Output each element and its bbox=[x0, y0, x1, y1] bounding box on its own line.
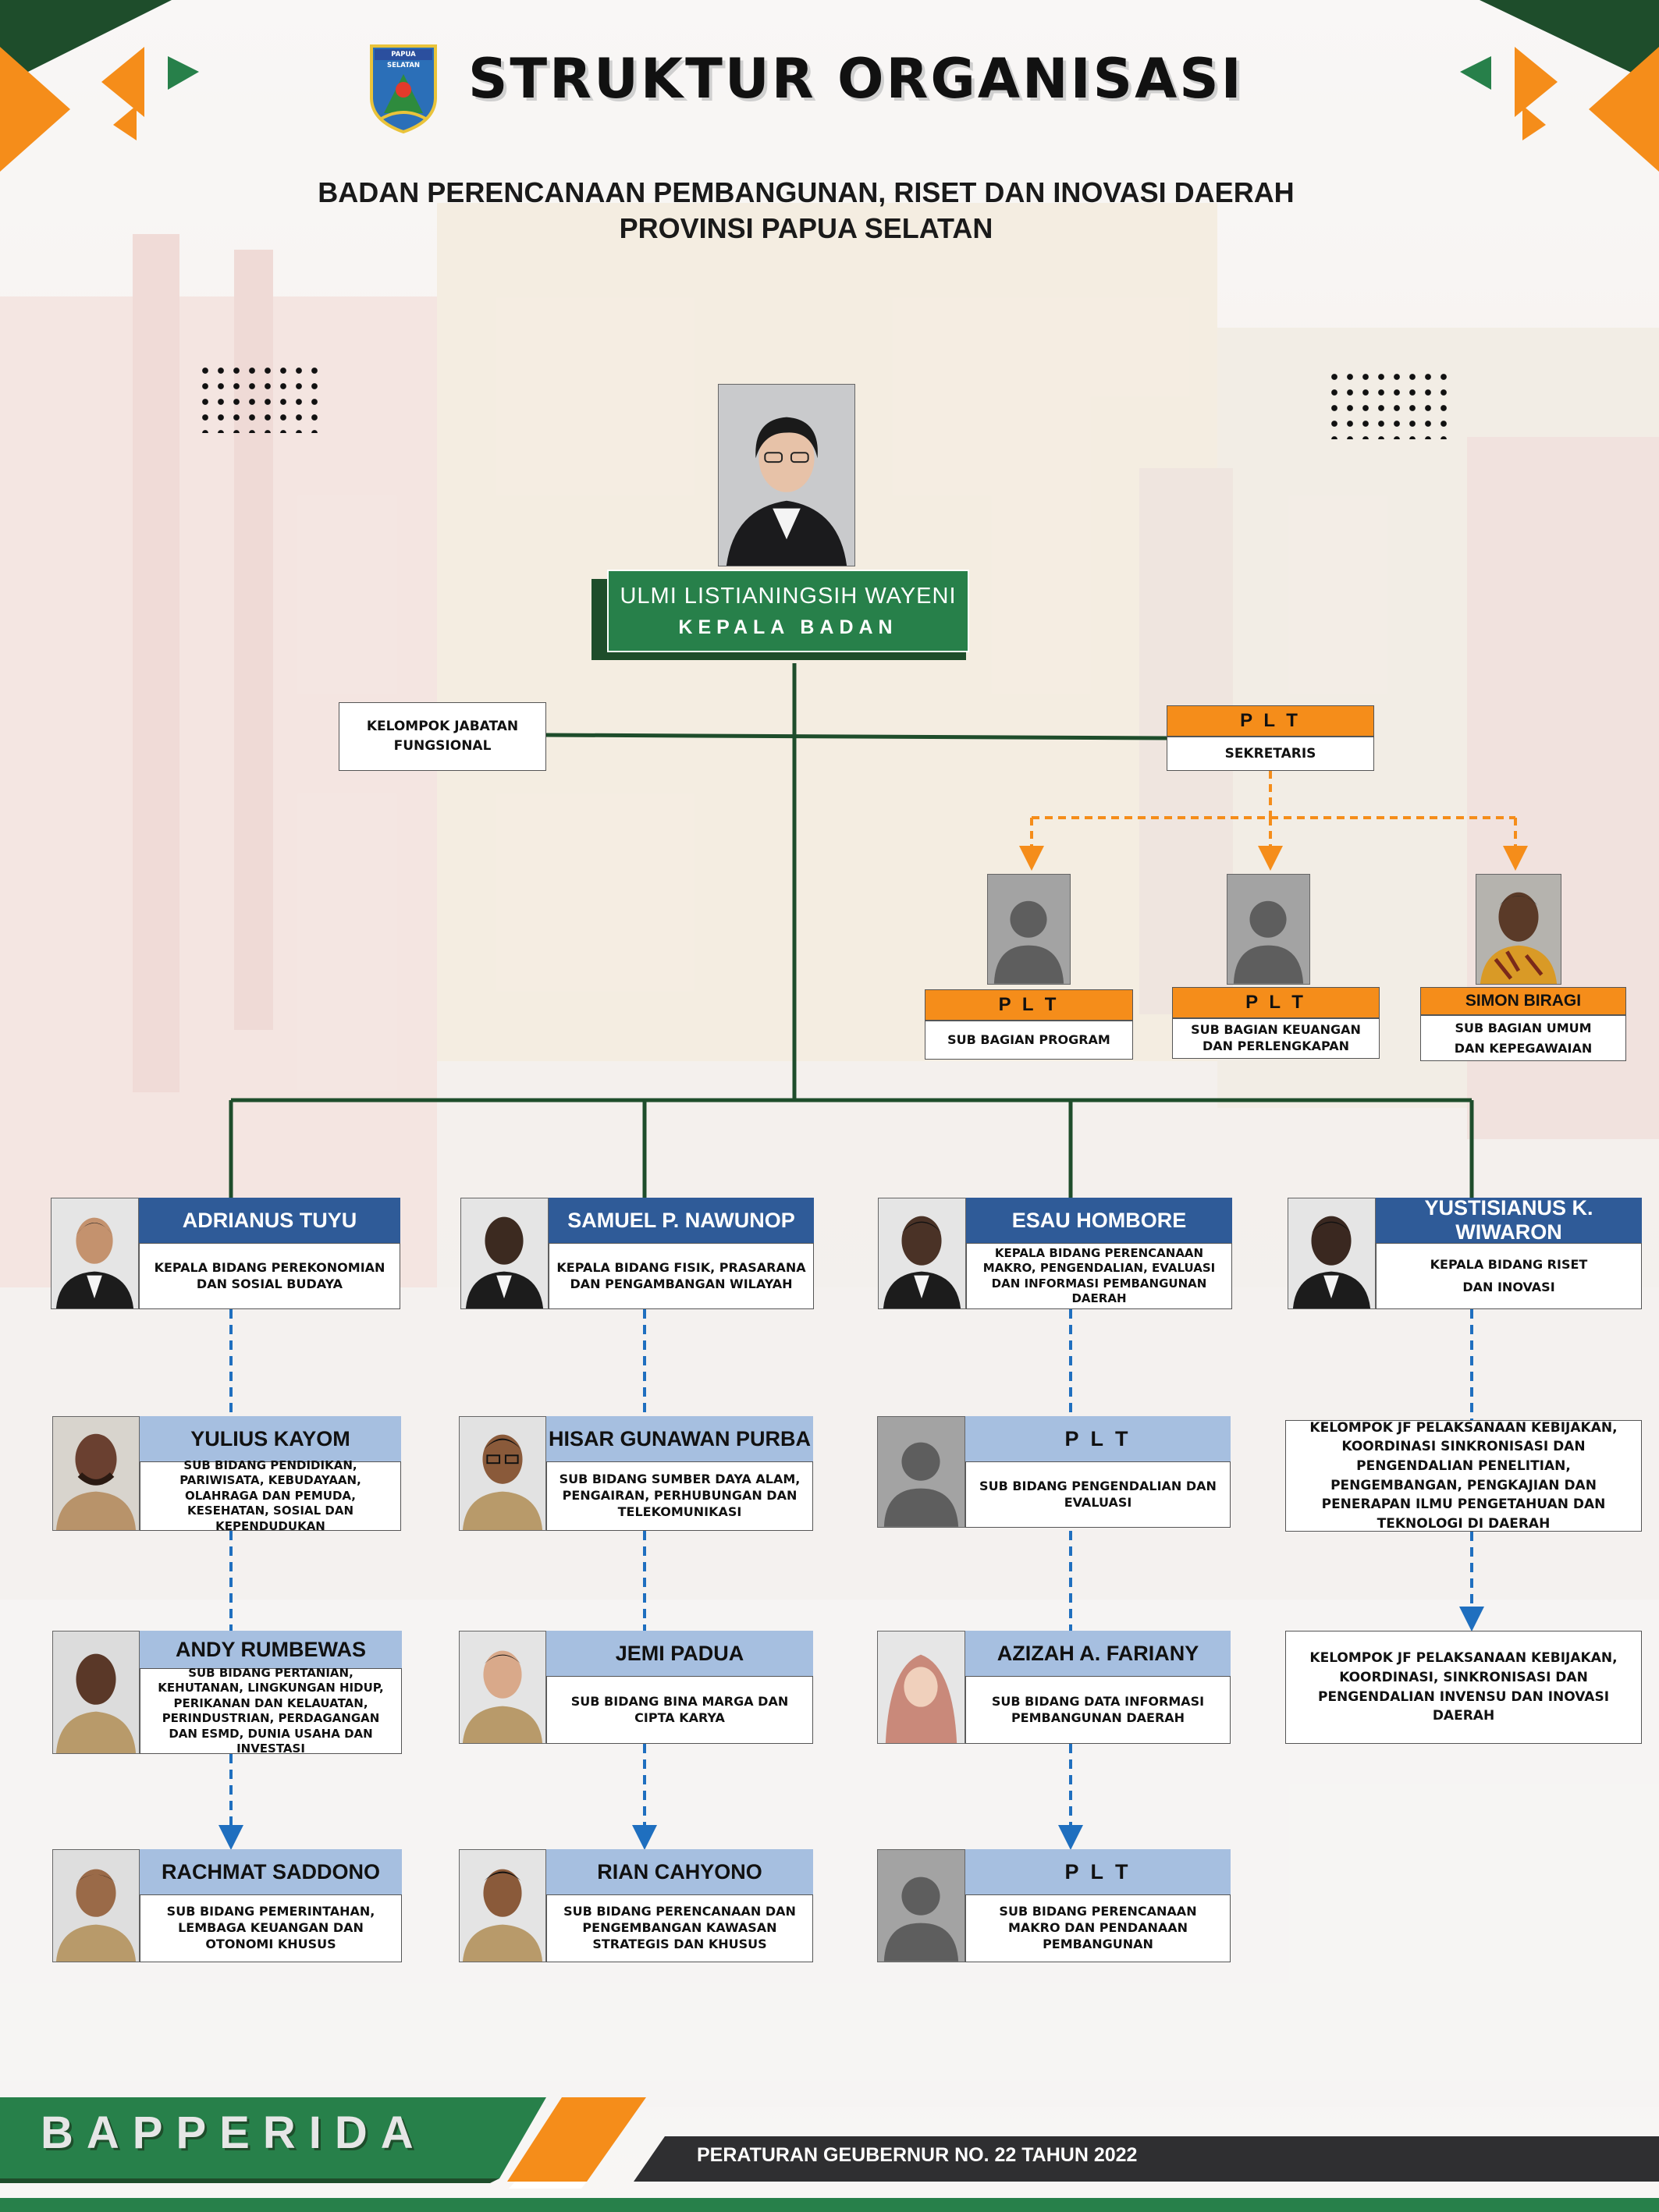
sub-bagian-2-name: P L T bbox=[1172, 987, 1380, 1018]
head-photo bbox=[718, 384, 855, 566]
footer-regulation: PERATURAN GEUBERNUR NO. 22 TAHUN 2022 bbox=[697, 2144, 1138, 2166]
sub-bagian-1-position: SUB BAGIAN PROGRAM bbox=[925, 1021, 1133, 1060]
sekretaris-status: P L T bbox=[1167, 705, 1374, 737]
subbidang-1-3-photo bbox=[52, 1849, 140, 1962]
footer-band bbox=[0, 2097, 1659, 2212]
bidang-3-photo bbox=[878, 1198, 966, 1309]
sub-bagian-2-position: SUB BAGIAN KEUANGAN DAN PERLENGKAPAN bbox=[1172, 1018, 1380, 1059]
footer-brand: BAPPERIDA bbox=[41, 2107, 427, 2158]
bidang-2-name: SAMUEL P. NAWUNOP bbox=[549, 1198, 814, 1243]
bidang-4-position: KEPALA BIDANG RISET DAN INOVASI bbox=[1376, 1243, 1642, 1309]
bidang-4-name: YUSTISIANUS K. WIWARON bbox=[1376, 1196, 1642, 1244]
subbidang-3-1-photo-placeholder bbox=[877, 1416, 965, 1528]
corner-decoration-right bbox=[1460, 0, 1659, 172]
province-logo: PAPUA SELATAN bbox=[368, 43, 439, 135]
subbidang-2-2-position: SUB BIDANG BINA MARGA DAN CIPTA KARYA bbox=[546, 1676, 813, 1744]
subbidang-3-1-name: P L T bbox=[965, 1416, 1231, 1461]
subbidang-2-2-photo bbox=[459, 1631, 546, 1744]
subbidang-1-3-position: SUB BIDANG PEMERINTAHAN, LEMBAGA KEUANGA… bbox=[140, 1894, 402, 1962]
subbidang-3-2-position: SUB BIDANG DATA INFORMASI PEMBANGUNAN DA… bbox=[965, 1676, 1231, 1744]
subbidang-3-3-position: SUB BIDANG PERENCANAAN MAKRO DAN PENDANA… bbox=[965, 1894, 1231, 1962]
subbidang-3-3-photo-placeholder bbox=[877, 1849, 965, 1962]
head-name: ULMI LISTIANINGSIH WAYENI bbox=[620, 584, 957, 609]
bidang-1-photo bbox=[51, 1198, 139, 1309]
head-position: KEPALA BADAN bbox=[678, 616, 898, 638]
subbidang-1-3-name: RACHMAT SADDONO bbox=[140, 1849, 402, 1894]
sub-bagian-3-photo bbox=[1476, 874, 1561, 985]
bidang-1-position: KEPALA BIDANG PEREKONOMIAN DAN SOSIAL BU… bbox=[139, 1243, 400, 1309]
kelompok-jf-riset-box: KELOMPOK JF PELAKSANAAN KEBIJAKAN, KOORD… bbox=[1285, 1420, 1642, 1532]
subbidang-1-1-photo bbox=[52, 1416, 140, 1531]
bidang-4-photo bbox=[1288, 1198, 1376, 1309]
subbidang-1-1-name: YULIUS KAYOM bbox=[140, 1416, 401, 1461]
subtitle-line-1: BADAN PERENCANAAN PEMBANGUNAN, RISET DAN… bbox=[318, 176, 1295, 208]
subtitle-line-2: PROVINSI PAPUA SELATAN bbox=[619, 212, 993, 244]
subbidang-1-2-name: ANDY RUMBEWAS bbox=[140, 1631, 402, 1668]
sub-bagian-1-name: P L T bbox=[925, 989, 1133, 1021]
subbidang-3-3-name: P L T bbox=[965, 1849, 1231, 1894]
subbidang-2-3-position: SUB BIDANG PERENCANAAN DAN PENGEMBANGAN … bbox=[546, 1894, 813, 1962]
sekretaris-position: SEKRETARIS bbox=[1167, 737, 1374, 771]
bidang-2-photo bbox=[460, 1198, 549, 1309]
sub-bagian-1-photo-placeholder bbox=[987, 874, 1071, 985]
bidang-3-name: ESAU HOMBORE bbox=[966, 1198, 1232, 1243]
bidang-3-position: KEPALA BIDANG PERENCANAAN MAKRO, PENGEND… bbox=[966, 1243, 1232, 1309]
kelompok-jf-inovasi-box: KELOMPOK JF PELAKSANAAN KEBIJAKAN, KOORD… bbox=[1285, 1631, 1642, 1744]
subbidang-2-3-name: RIAN CAHYONO bbox=[546, 1849, 813, 1894]
subbidang-3-2-photo bbox=[877, 1631, 965, 1744]
subbidang-3-2-name: AZIZAH A. FARIANY bbox=[965, 1631, 1231, 1676]
subbidang-2-1-name: HISAR GUNAWAN PURBA bbox=[546, 1416, 813, 1461]
logo-text: PAPUA SELATAN bbox=[386, 51, 421, 69]
subbidang-2-1-position: SUB BIDANG SUMBER DAYA ALAM, PENGAIRAN, … bbox=[546, 1461, 813, 1531]
bidang-2-position: KEPALA BIDANG FISIK, PRASARANA DAN PENGA… bbox=[549, 1243, 814, 1309]
sub-bagian-2-photo-placeholder bbox=[1227, 874, 1310, 985]
page-title: STRUKTUR ORGANISASI bbox=[468, 47, 1244, 111]
corner-decoration-left bbox=[0, 0, 199, 172]
dot-pattern-right bbox=[1327, 369, 1451, 439]
sub-bagian-3-position: SUB BAGIAN UMUM DAN KEPEGAWAIAN bbox=[1420, 1015, 1626, 1061]
subbidang-1-2-photo bbox=[52, 1631, 140, 1754]
subbidang-2-1-photo bbox=[459, 1416, 546, 1531]
dot-pattern-left bbox=[197, 363, 322, 433]
subbidang-1-2-position: SUB BIDANG PERTANIAN, KEHUTANAN, LINGKUN… bbox=[140, 1666, 402, 1756]
bidang-1-name: ADRIANUS TUYU bbox=[139, 1198, 400, 1243]
sub-bagian-3-name: SIMON BIRAGI bbox=[1420, 987, 1626, 1015]
kelompok-jabatan-fungsional-box: KELOMPOK JABATAN FUNGSIONAL bbox=[339, 702, 546, 771]
subbidang-2-3-photo bbox=[459, 1849, 546, 1962]
subbidang-2-2-name: JEMI PADUA bbox=[546, 1631, 813, 1676]
subbidang-1-1-position: SUB BIDANG PENDIDIKAN, PARIWISATA, KEBUD… bbox=[140, 1458, 401, 1533]
head-plate: ULMI LISTIANINGSIH WAYENI KEPALA BADAN bbox=[607, 570, 969, 652]
subbidang-3-1-position: SUB BIDANG PENGENDALIAN DAN EVALUASI bbox=[965, 1461, 1231, 1528]
